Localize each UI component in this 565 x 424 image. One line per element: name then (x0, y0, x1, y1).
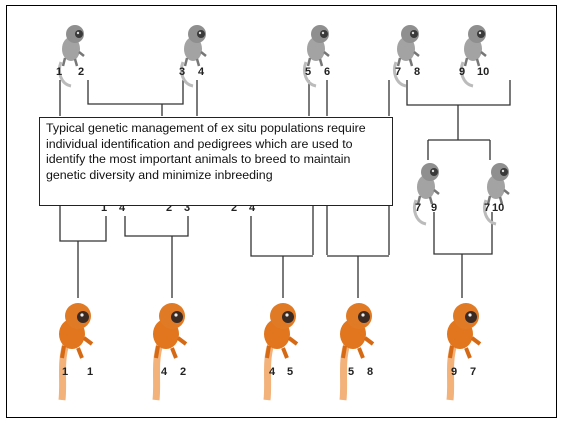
top-label: 1 (56, 66, 63, 78)
top-label: 2 (78, 66, 85, 78)
offspring-label: 4 (269, 366, 276, 378)
top-label: 6 (324, 66, 331, 78)
offspring-label: 1 (62, 366, 69, 378)
callout-text-box: Typical genetic management of ex situ po… (39, 117, 393, 206)
bracket-offspring-2 (124, 216, 189, 237)
golden-tamarin-icon (257, 300, 305, 410)
top-label: 5 (305, 66, 312, 78)
offspring-label: 7 (470, 366, 477, 378)
middle-label: 9 (431, 202, 438, 214)
grey-tamarin-icon (392, 23, 421, 88)
grey-tamarin-icon (302, 23, 331, 88)
offspring-label: 4 (161, 366, 168, 378)
top-label: 8 (414, 66, 421, 78)
middle-label: 4 (119, 202, 126, 214)
grey-tamarin-icon (459, 23, 488, 88)
offspring-label: 5 (348, 366, 355, 378)
offspring-label: 2 (180, 366, 187, 378)
middle-label: 4 (249, 202, 256, 214)
bracket-offspring-3 (250, 216, 313, 257)
middle-label: 1 (101, 202, 108, 214)
middle-label: 2 (231, 202, 238, 214)
top-label: 9 (459, 66, 466, 78)
top-label: 10 (477, 66, 490, 78)
top-label: 4 (198, 66, 205, 78)
bracket-offspring-5 (433, 212, 493, 255)
offspring-label: 5 (287, 366, 294, 378)
middle-label: 2 (166, 202, 173, 214)
golden-tamarin-icon (146, 300, 194, 410)
pairing-line-2-3 (87, 80, 184, 105)
grey-tamarin-icon (482, 161, 511, 226)
grey-tamarin-icon (57, 23, 86, 88)
middle-label: 7 (484, 202, 491, 214)
top-label: 7 (395, 66, 402, 78)
slide-frame (6, 5, 557, 418)
grey-tamarin-icon (412, 161, 441, 226)
bracket-offspring-1 (59, 206, 107, 242)
middle-label: 7 (415, 202, 422, 214)
grey-tamarin-icon (179, 23, 208, 88)
offspring-label: 8 (367, 366, 374, 378)
offspring-label: 9 (451, 366, 458, 378)
offspring-label: 1 (87, 366, 94, 378)
top-label: 3 (179, 66, 186, 78)
middle-label: 10 (492, 202, 505, 214)
golden-tamarin-icon (52, 300, 100, 410)
middle-label: 3 (184, 202, 191, 214)
golden-tamarin-icon (440, 300, 488, 410)
golden-tamarin-icon (333, 300, 381, 410)
